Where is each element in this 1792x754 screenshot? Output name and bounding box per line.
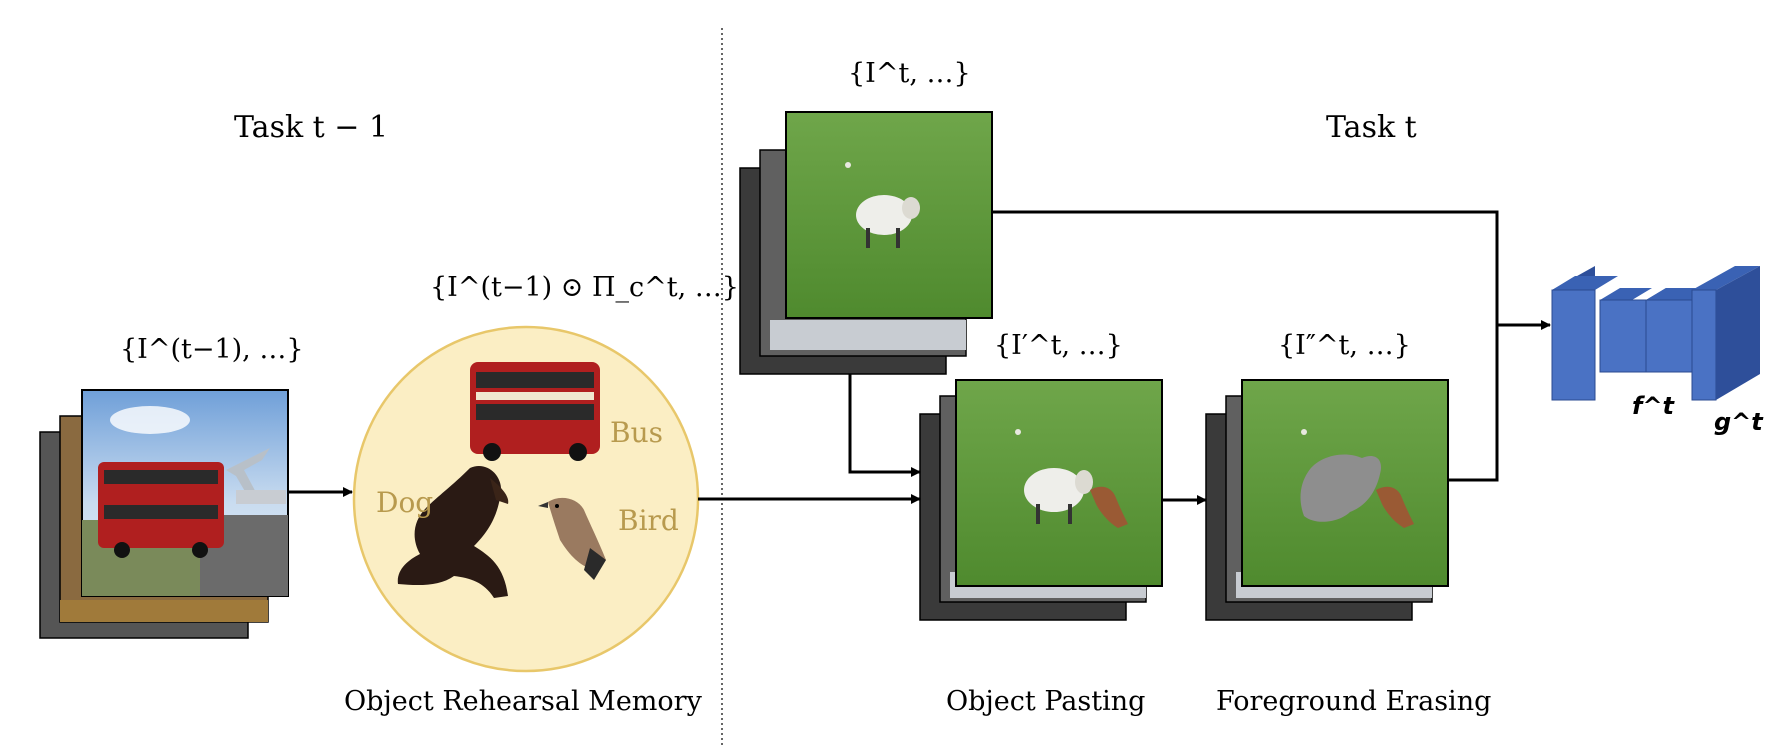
task-prev-title: Task t − 1 xyxy=(234,110,389,145)
prev-images-label: {I^(t−1), …} xyxy=(120,334,304,365)
curr-image-stack xyxy=(739,111,993,375)
erased-images-label: {I″^t, …} xyxy=(1278,330,1411,361)
erased-image-stack xyxy=(1205,379,1449,621)
caption-pasting: Object Pasting xyxy=(946,686,1146,717)
decoder-label: g^t xyxy=(1714,408,1763,436)
memory-word-bus: Bus xyxy=(610,416,663,449)
memory-word-dog: Dog xyxy=(376,486,434,519)
caption-erasing: Foreground Erasing xyxy=(1216,686,1492,717)
bus-object xyxy=(470,362,600,461)
pasted-image-stack xyxy=(919,379,1163,621)
erased-photo xyxy=(1241,379,1449,587)
prev-image-stack xyxy=(39,389,289,639)
object-rehearsal-memory xyxy=(352,325,700,673)
bus-photo xyxy=(81,389,289,597)
bird-object xyxy=(538,497,606,580)
arrow-erasing-to-merge xyxy=(1448,325,1499,482)
task-curr-title: Task t xyxy=(1326,110,1417,145)
sheep-photo xyxy=(785,111,993,319)
segmentation-network xyxy=(1551,266,1760,401)
curr-images-label: {I^t, …} xyxy=(848,58,971,89)
arrow-images-to-merge xyxy=(992,210,1499,325)
pasted-bird xyxy=(1090,486,1128,528)
pasted-images-label: {I′^t, …} xyxy=(994,330,1123,361)
dog-object xyxy=(397,466,509,598)
caption-memory: Object Rehearsal Memory xyxy=(344,686,702,717)
memory-set-label: {I^(t−1) ⊙ Π_c^t, …} xyxy=(430,272,739,303)
erased-region xyxy=(1300,454,1382,522)
pasted-photo xyxy=(955,379,1163,587)
erased-bird xyxy=(1376,486,1414,528)
encoder-label: f^t xyxy=(1632,392,1675,420)
memory-word-bird: Bird xyxy=(618,504,679,537)
arrow-images-to-pasting xyxy=(848,374,921,477)
